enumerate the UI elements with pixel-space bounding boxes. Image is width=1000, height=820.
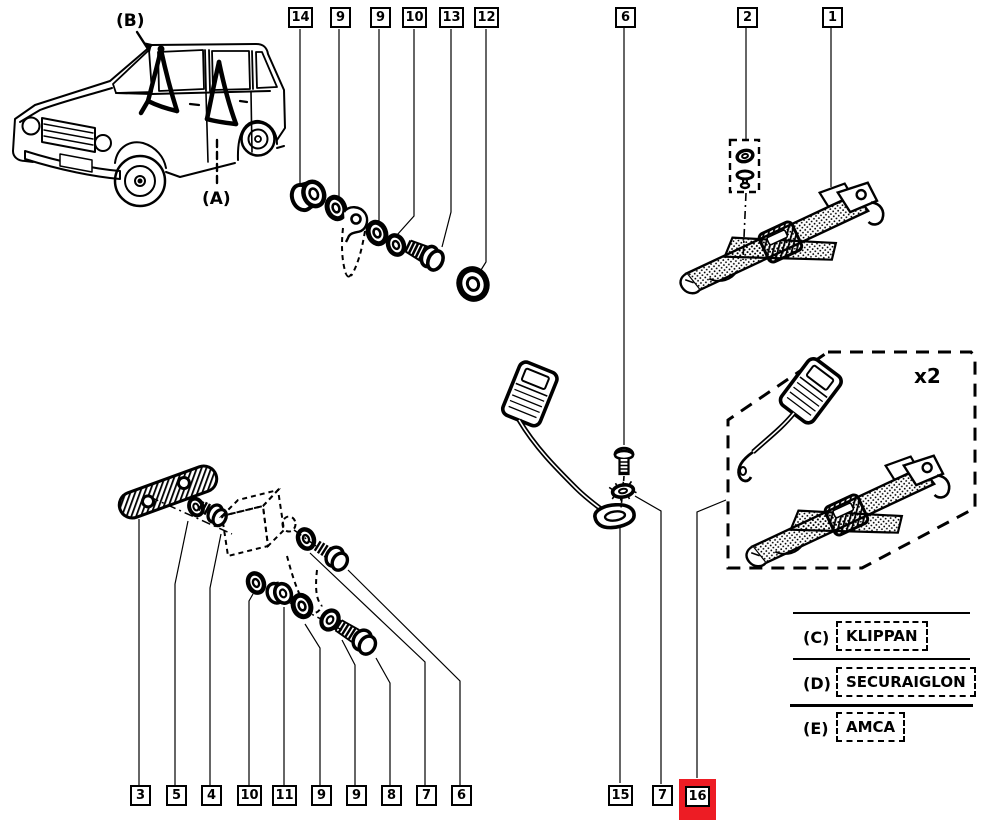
callout-4[interactable]: 4 xyxy=(201,785,222,806)
nut-12 xyxy=(456,266,490,302)
seat-belt-assembly-1 xyxy=(669,177,892,297)
belt-end-bracket xyxy=(341,206,369,278)
callout-16-label: 16 xyxy=(685,786,710,807)
callout-3[interactable]: 3 xyxy=(130,785,151,806)
buckle-assembly-15 xyxy=(498,358,637,530)
legend-brand-amca: AMCA xyxy=(836,712,906,742)
leader-lines xyxy=(138,27,832,785)
upper-hardware-chain xyxy=(289,179,490,302)
legend-divider xyxy=(793,658,970,660)
callout-8[interactable]: 8 xyxy=(381,785,402,806)
callout-9[interactable]: 9 xyxy=(346,785,367,806)
legend-code-c: (C) xyxy=(803,628,830,647)
washer-9c xyxy=(290,593,314,620)
legend-code-e: (E) xyxy=(803,719,829,738)
callout-2[interactable]: 2 xyxy=(737,7,758,28)
callout-13[interactable]: 13 xyxy=(439,7,464,28)
washer-10 xyxy=(385,233,407,257)
kit-box-x2 xyxy=(726,350,977,570)
callout-11[interactable]: 11 xyxy=(272,785,297,806)
callout-10[interactable]: 10 xyxy=(237,785,262,806)
car-seatbelts xyxy=(138,47,239,127)
callout-9[interactable]: 9 xyxy=(311,785,332,806)
highlighted-callout-16[interactable]: 16 xyxy=(679,779,716,820)
legend-divider xyxy=(790,704,973,707)
washer-9b xyxy=(365,220,389,247)
car-upper-anchor-label: (B) xyxy=(116,11,145,31)
bolt-13 xyxy=(404,239,445,272)
lock-washer-7-mid xyxy=(608,480,637,501)
car-illustration xyxy=(12,30,286,208)
washer-10b xyxy=(245,571,267,595)
callout-12[interactable]: 12 xyxy=(474,7,499,28)
callout-6[interactable]: 6 xyxy=(451,785,472,806)
callout-1[interactable]: 1 xyxy=(822,7,843,28)
callout-6[interactable]: 6 xyxy=(615,7,636,28)
callout-15[interactable]: 15 xyxy=(608,785,633,806)
callout-10[interactable]: 10 xyxy=(402,7,427,28)
seat-belt-assembly-kit xyxy=(735,450,958,570)
callout-9[interactable]: 9 xyxy=(330,7,351,28)
legend-brand-securaiglon: SECURAIGLON xyxy=(836,667,976,697)
callout-5[interactable]: 5 xyxy=(166,785,187,806)
callout-7[interactable]: 7 xyxy=(416,785,437,806)
bolt-6-mid xyxy=(613,446,635,476)
callout-14[interactable]: 14 xyxy=(288,7,313,28)
spacer-cup-14 xyxy=(289,179,327,213)
anchor-plate-assembly xyxy=(117,464,378,656)
legend-brand-klippan: KLIPPAN xyxy=(836,621,928,651)
car-lower-anchor-label: (A) xyxy=(202,189,231,209)
kit-quantity-label: x2 xyxy=(914,364,941,388)
callout-9[interactable]: 9 xyxy=(370,7,391,28)
bolt-6a xyxy=(313,540,350,572)
anchor-plate-3 xyxy=(117,464,219,520)
legend-code-d: (D) xyxy=(803,674,831,693)
callout-7[interactable]: 7 xyxy=(652,785,673,806)
bolt-8-with-washer-9 xyxy=(319,608,378,656)
legend-divider xyxy=(793,612,970,614)
spacer-11 xyxy=(265,581,294,605)
